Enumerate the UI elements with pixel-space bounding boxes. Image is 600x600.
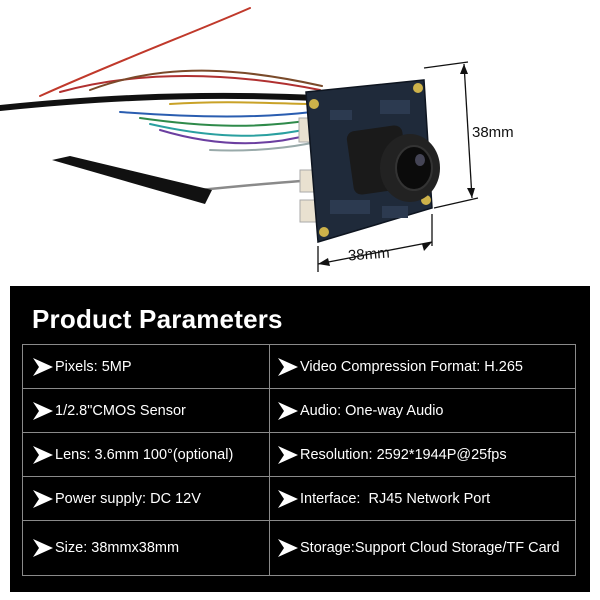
parameter-cell: Lens: 3.6mm 100°(optional): [23, 433, 269, 476]
product-photo: [0, 7, 479, 272]
parameter-text: Resolution: 2592*1944P@25fps: [300, 446, 507, 463]
antenna-ribbon: [52, 156, 212, 204]
parameter-cell: 1/2.8"CMOS Sensor: [23, 389, 269, 432]
wire-teal: [149, 123, 313, 137]
wire-green: [139, 117, 313, 127]
parameters-table: Pixels: 5MP Video Compression Format: H.…: [22, 344, 576, 576]
panel-title: Product Parameters: [32, 304, 283, 334]
arrow-bullet-icon: [33, 357, 53, 376]
parameter-text: Lens: 3.6mm 100°(optional): [55, 446, 234, 463]
parameter-cell: Audio: One-way Audio: [269, 389, 577, 432]
wire-blue: [119, 111, 313, 118]
parameter-text: Storage:Support Cloud Storage/TF Card: [300, 540, 560, 556]
parameter-text: Video Compression Format: H.265: [300, 358, 523, 375]
wire-yellow: [169, 101, 317, 105]
table-row: 1/2.8"CMOS Sensor Audio: One-way Audio: [23, 389, 575, 433]
parameter-text: Size: 38mmx38mm: [55, 540, 180, 556]
arrow-bullet-icon: [278, 357, 298, 376]
arrow-bullet-icon: [278, 539, 298, 557]
lens-glass: [395, 145, 433, 191]
table-row: Power supply: DC 12V Interface: RJ45 Net…: [23, 477, 575, 521]
connector-bottom: [299, 199, 317, 223]
wire-brown: [89, 69, 323, 91]
arrow-bullet-icon: [33, 401, 53, 420]
wire-red-2: [59, 75, 321, 93]
arrow-bullet-icon: [33, 539, 53, 557]
parameter-cell: Storage:Support Cloud Storage/TF Card: [269, 521, 577, 575]
parameter-cell: Resolution: 2592*1944P@25fps: [269, 433, 577, 476]
arrow-bullet-icon: [278, 401, 298, 420]
wire-grey-2: [209, 141, 317, 152]
table-row: Lens: 3.6mm 100°(optional) Resolution: 2…: [23, 433, 575, 477]
parameter-cell: Size: 38mmx38mm: [23, 521, 269, 575]
parameter-text: Audio: One-way Audio: [300, 402, 444, 419]
parameter-text: 1/2.8"CMOS Sensor: [55, 402, 186, 419]
parameter-cell: Pixels: 5MP: [23, 345, 269, 388]
product-parameters-panel: Product Parameters Pixels: 5MP Video Com…: [10, 286, 590, 592]
arrow-bullet-icon: [33, 445, 53, 464]
height-dimension-label: 38mm: [472, 124, 514, 141]
arrow-bullet-icon: [278, 445, 298, 464]
parameter-cell: Power supply: DC 12V: [23, 477, 269, 520]
parameter-cell: Interface: RJ45 Network Port: [269, 477, 577, 520]
arrow-bullet-icon: [33, 489, 53, 508]
parameter-text: Interface: RJ45 Network Port: [300, 490, 491, 507]
arrow-bullet-icon: [278, 489, 298, 508]
parameter-cell: Video Compression Format: H.265: [269, 345, 577, 388]
parameter-text: Power supply: DC 12V: [55, 490, 201, 507]
wire-red: [39, 7, 251, 97]
wire-black: [0, 92, 321, 111]
wire-purple: [159, 129, 313, 145]
table-row: Size: 38mmx38mm Storage:Support Cloud St…: [23, 521, 575, 575]
width-dimension-label: 38mm: [347, 244, 391, 265]
parameter-text: Pixels: 5MP: [55, 358, 132, 375]
table-row: Pixels: 5MP Video Compression Format: H.…: [23, 345, 575, 389]
